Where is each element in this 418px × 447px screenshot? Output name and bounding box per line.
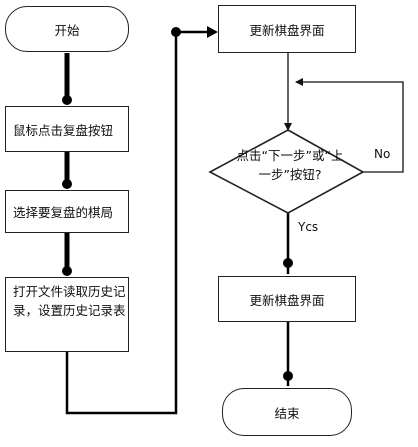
junction-dot: [62, 179, 72, 189]
yes-edge-label: Ycs: [298, 220, 319, 234]
select-game-step: 选择要复盘的棋局: [5, 190, 129, 233]
junction-dot: [171, 27, 181, 37]
update-board-step-bottom: 更新棋盘界面: [218, 276, 356, 322]
open-file-step: 打开文件读取历史记录，设置历史记录表: [5, 277, 129, 352]
junction-dot: [283, 371, 293, 381]
end-node: 结束: [222, 388, 352, 436]
decision-label: 点击“下一步”或“上一步”按钮?: [236, 148, 344, 182]
click-replay-button-step: 鼠标点击复盘按钮: [5, 106, 129, 152]
junction-dot: [62, 266, 72, 276]
junction-dot: [62, 95, 72, 105]
arrowhead: [207, 26, 218, 38]
junction-dot: [283, 258, 293, 268]
edge-no-loop: [295, 78, 404, 173]
decision-shape: [208, 129, 365, 214]
start-node: 开始: [5, 6, 129, 52]
update-board-step-top: 更新棋盘界面: [218, 5, 356, 53]
no-edge-label: No: [374, 147, 391, 161]
edge-open-to-update: [65, 30, 208, 415]
